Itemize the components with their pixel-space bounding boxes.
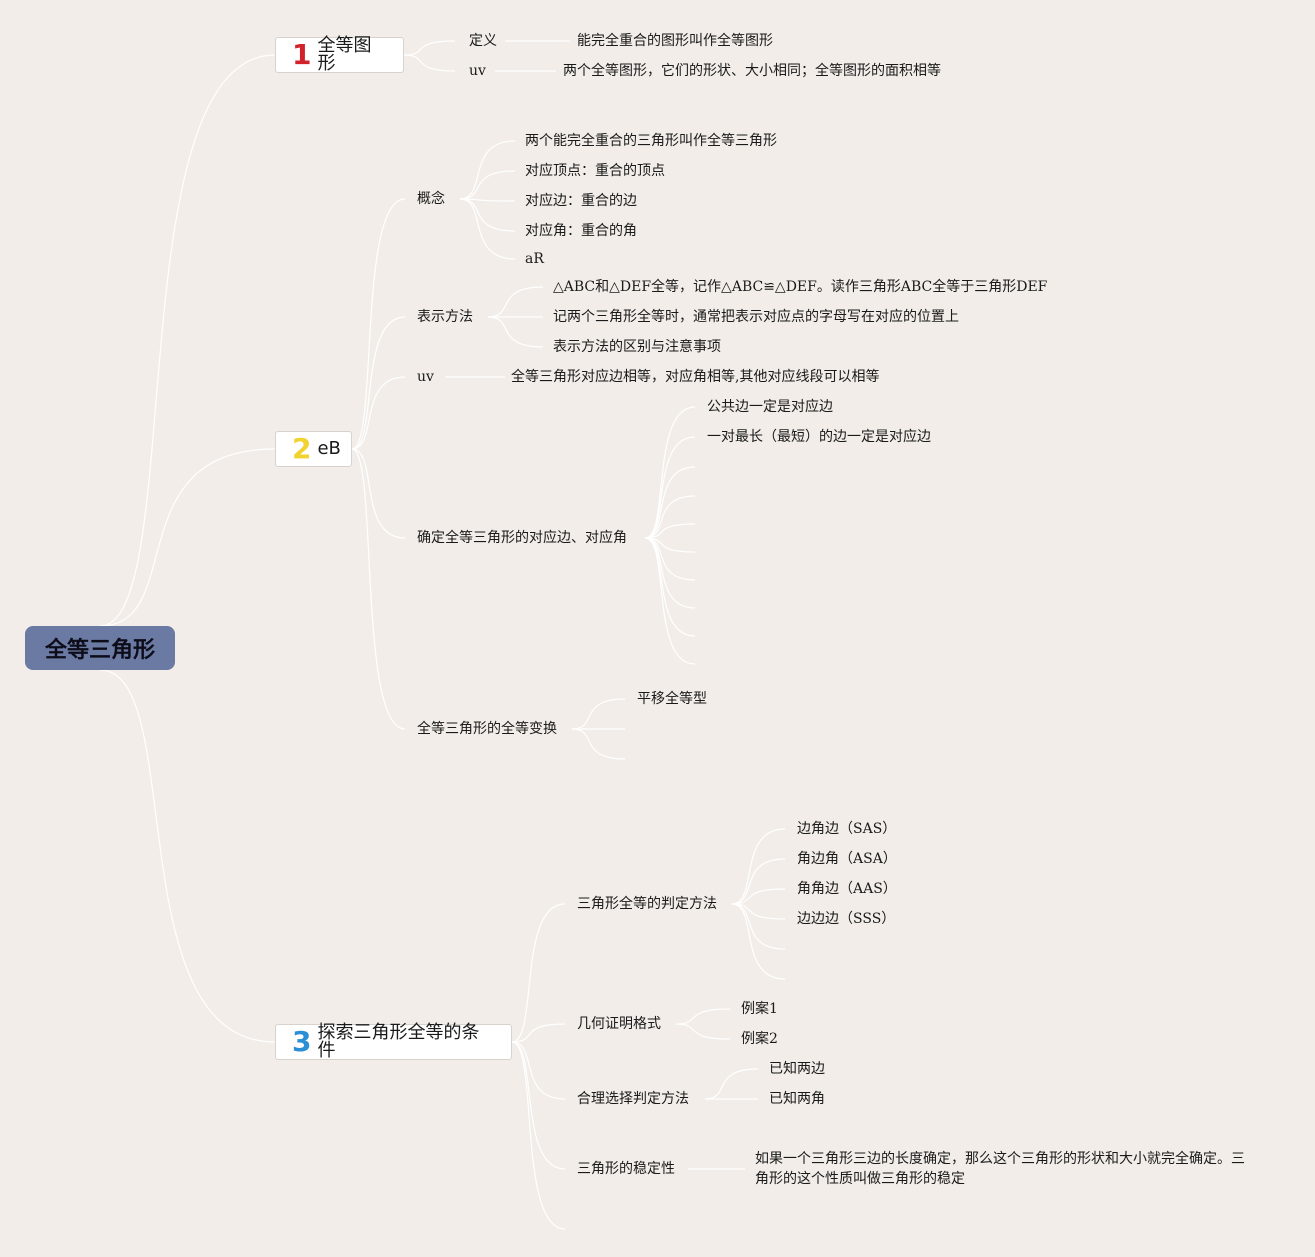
concept-item[interactable]: 对应边：重合的边 [525,193,637,209]
connector-line [644,406,696,539]
connector-line [403,40,456,56]
connector-line [731,888,786,905]
stability-text[interactable]: 如果一个三角形三边的长度确定，那么这个三角形的形状和大小就完全确定。三角形的这个… [755,1151,1245,1187]
figure-property-key[interactable]: uv [469,63,486,79]
figure-property-value[interactable]: 两个全等图形，它们的形状、大小相同；全等图形的面积相等 [563,63,941,79]
connector-line [704,1068,759,1100]
connector-line [644,537,696,609]
determine-item[interactable]: 一对最长（最短）的边一定是对应边 [707,429,931,445]
connector-line [675,1008,731,1025]
root-node[interactable]: 全等三角形 [25,626,175,670]
topic-1-label: 全等图形 [317,35,372,74]
determine-item[interactable]: 公共边一定是对应边 [707,399,833,415]
notation-item[interactable]: 记两个三角形全等时，通常把表示对应点的字母写在对应的位置上 [553,309,959,325]
connector-line [644,523,696,539]
topic-3-node[interactable]: 3 探索三角形全等的条件 [275,1024,512,1060]
connector-line [644,466,696,539]
proof-item[interactable]: 例案1 [741,1001,778,1017]
connector-line [459,170,516,200]
concept-item[interactable]: 对应角：重合的角 [525,223,637,239]
topic-2-number: 2 [292,432,312,465]
connector-line [351,448,406,539]
criteria-item[interactable]: 边角边（SAS） [797,821,897,837]
connector-line [571,728,626,760]
proof-node[interactable]: 几何证明格式 [577,1016,661,1032]
connector-line [644,495,696,539]
connector-line [644,537,696,665]
connector-line [487,316,544,348]
connector-line [459,140,516,200]
connector-line [731,903,786,920]
connector-line [459,198,516,260]
connector-line [731,858,786,905]
connector-line [511,1041,566,1230]
connector-line [644,537,696,553]
connector-line [99,54,276,627]
connector-line [731,903,786,950]
choose-node[interactable]: 合理选择判定方法 [577,1091,689,1107]
criteria-node[interactable]: 三角形全等的判定方法 [577,896,717,912]
connector-line [511,903,566,1043]
connector-line [459,198,516,202]
connector-line [731,828,786,905]
connector-line [351,376,406,450]
choose-item[interactable]: 已知两边 [769,1061,825,1077]
connector-line [511,1041,566,1170]
notation-item[interactable]: △ABC和△DEF全等，记作△ABC≌△DEF。读作三角形ABC全等于三角形DE… [553,279,1048,295]
topic-2-label: eB [317,438,341,459]
notation-node[interactable]: 表示方法 [417,309,473,325]
connector-line [571,698,626,730]
concept-item[interactable]: 两个能完全重合的三角形叫作全等三角形 [525,133,777,149]
connector-line [403,54,456,72]
transform-item[interactable]: 平移全等型 [637,691,707,707]
concept-node[interactable]: 概念 [417,191,445,207]
topic-1-node[interactable]: 1 全等图形 [275,37,404,73]
connector-line [351,448,406,730]
triangle-property-value[interactable]: 全等三角形对应边相等，对应角相等,其他对应线段可以相等 [511,369,880,385]
triangle-property-key[interactable]: uv [417,369,434,385]
connector-line [487,286,544,318]
definition-key[interactable]: 定义 [469,33,497,49]
notation-item[interactable]: 表示方法的区别与注意事项 [553,339,721,355]
root-label: 全等三角形 [44,638,155,663]
determine-node[interactable]: 确定全等三角形的对应边、对应角 [417,530,627,546]
definition-value[interactable]: 能完全重合的图形叫作全等图形 [577,33,773,49]
topic-1-number: 1 [292,38,312,71]
connector-line [351,316,406,450]
connector-line [511,1041,566,1100]
connector-line [459,198,516,232]
proof-item[interactable]: 例案2 [741,1031,778,1047]
stability-node[interactable]: 三角形的稳定性 [577,1161,675,1177]
concept-item[interactable]: 对应顶点：重合的顶点 [525,163,665,179]
connector-line [511,1023,566,1043]
connector-line [675,1023,731,1040]
connector-line [644,436,696,539]
connector-line [351,198,406,450]
concept-item[interactable]: aR [525,251,544,267]
connector-line [99,669,276,1043]
connector-line [99,448,276,627]
topic-2-node[interactable]: 2 eB [275,431,352,467]
connector-line [731,903,786,980]
topic-3-label: 探索三角形全等的条件 [317,1022,480,1061]
topic-3-number: 3 [292,1025,312,1058]
connector-line [644,537,696,637]
criteria-item[interactable]: 角边角（ASA） [797,851,897,867]
transform-node[interactable]: 全等三角形的全等变换 [417,721,557,737]
criteria-item[interactable]: 边边边（SSS） [797,911,896,927]
choose-item[interactable]: 已知两角 [769,1091,825,1107]
criteria-item[interactable]: 角角边（AAS） [797,881,897,897]
